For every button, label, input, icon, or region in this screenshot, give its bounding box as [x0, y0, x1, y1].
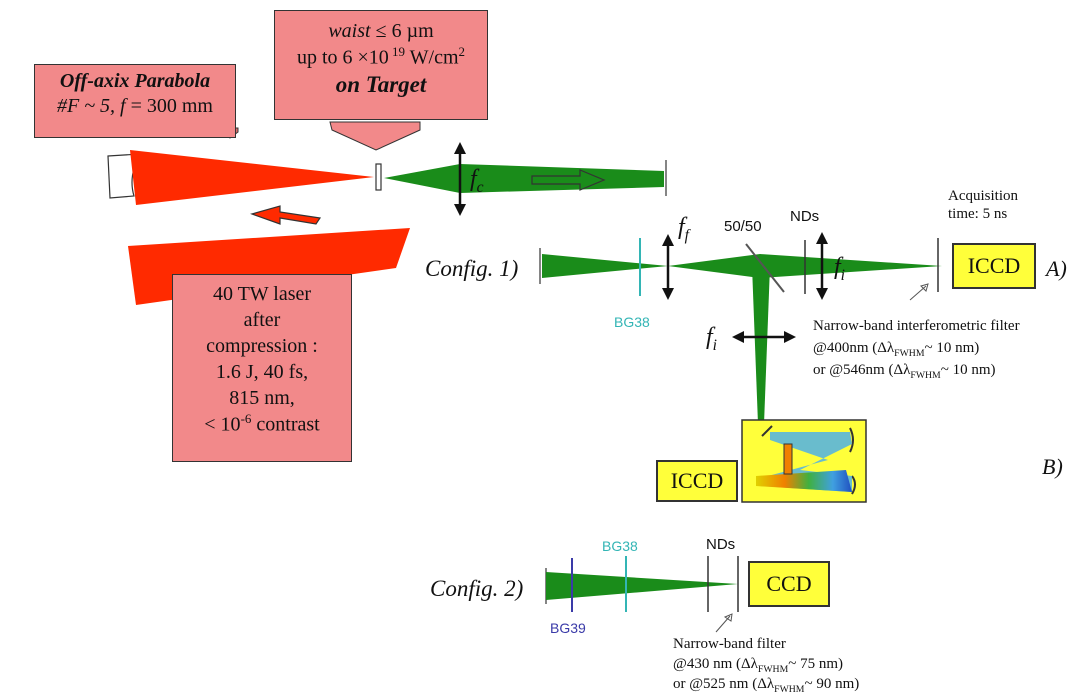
config1-filter-note-1: Narrow-band interferometric filter [813, 318, 1020, 334]
config2-note-1: Narrow-band filter [673, 636, 786, 652]
config2-nds-label: NDs [706, 536, 736, 553]
spectrometer-mirror-right2 [851, 475, 856, 495]
config1-label: Config. 1) [425, 256, 519, 281]
parabola-spec: #F ~ 5, f = 300 mm [56, 95, 213, 117]
config2-bg39-label: BG39 [550, 620, 586, 636]
target [375, 163, 382, 191]
config2-bg38-label: BG38 [602, 538, 638, 554]
lens-fi-arrow-bottom [816, 288, 828, 300]
spectrometer-mirror-right [849, 427, 854, 453]
splitter-label: 50/50 [724, 218, 762, 235]
config1-filter-note-2: @400nm (ΔλFWHM~ 10 nm) [813, 340, 980, 359]
spectrometer-grating [783, 443, 793, 475]
config1-beam-main [542, 254, 942, 278]
laser-line-3: compression : [206, 335, 318, 357]
config1-bg38-label: BG38 [614, 314, 650, 330]
acquisition-time-line-1: Acquisition [948, 188, 1018, 204]
acquisition-time-line-2: time: 5 ns [948, 206, 1008, 222]
lens-ff-arrow-top [662, 234, 674, 246]
laser-line-2: after [243, 309, 281, 331]
config2-filter-pointer-head [723, 613, 733, 622]
collection-direction-arrow [531, 169, 606, 191]
config1-filter-note-3: or @546nm (ΔλFWHM~ 10 nm) [813, 362, 996, 381]
parabola-callout: Off-axix Parabola #F ~ 5, f = 300 mm [34, 64, 236, 138]
target-callout: waist ≤ 6 µm up to 6 ×10 19 W/cm2 on Tar… [274, 10, 488, 120]
config1-nds-label: NDs [790, 208, 820, 225]
lens-fi2-arrow-right [784, 331, 796, 343]
iccd-detector-top: ICCD [952, 243, 1036, 289]
parabola-title: Off-axix Parabola [59, 70, 211, 92]
config1-filter-pointer-head [920, 283, 929, 292]
lens-fc-arrow-bottom [454, 204, 466, 216]
config1-beam-down [752, 266, 770, 424]
laser-contrast: < 10-6 contrast [204, 411, 320, 436]
lens-fc-arrow-top [454, 142, 466, 154]
config2-beam [546, 572, 738, 600]
laser-direction-arrow [250, 205, 322, 225]
target-waist: waist ≤ 6 µm [328, 20, 434, 42]
laser-line-1: 40 TW laser [212, 283, 312, 305]
ccd-detector: CCD [748, 561, 830, 607]
spectrometer-dispersed [756, 470, 852, 492]
laser-callout: 40 TW laser after compression : 1.6 J, 4… [172, 274, 352, 462]
lens-fc-label: fc [470, 166, 484, 196]
config-b-label: B) [1042, 454, 1063, 479]
beam-splitter [745, 243, 785, 293]
lens-fi-spectro-label: fi [706, 324, 718, 354]
lens-ff-label: ff [678, 214, 690, 244]
config2-note-3: or @525 nm (ΔλFWHM~ 90 nm) [673, 676, 860, 695]
laser-beam-focusing [130, 150, 374, 205]
laser-line-5: 815 nm, [229, 387, 295, 409]
target-callout-arrow [329, 121, 421, 151]
lens-fi-arrow-top [816, 232, 828, 244]
laser-line-4: 1.6 J, 40 fs, [215, 361, 309, 383]
lens-fi-label: fi [834, 254, 846, 284]
lens-fi2-arrow-left [732, 331, 744, 343]
target-intensity: up to 6 ×10 19 W/cm2 [296, 44, 466, 69]
iccd-detector-bottom: ICCD [656, 460, 738, 502]
config2-label: Config. 2) [430, 576, 524, 601]
target-label: on Target [335, 71, 427, 97]
config2-note-2: @430 nm (ΔλFWHM~ 75 nm) [673, 656, 844, 675]
lens-ff-arrow-bottom [662, 288, 674, 300]
collection-beam [384, 164, 664, 193]
spectrometer-mirror-top [761, 425, 773, 437]
config-a-label: A) [1046, 256, 1067, 281]
